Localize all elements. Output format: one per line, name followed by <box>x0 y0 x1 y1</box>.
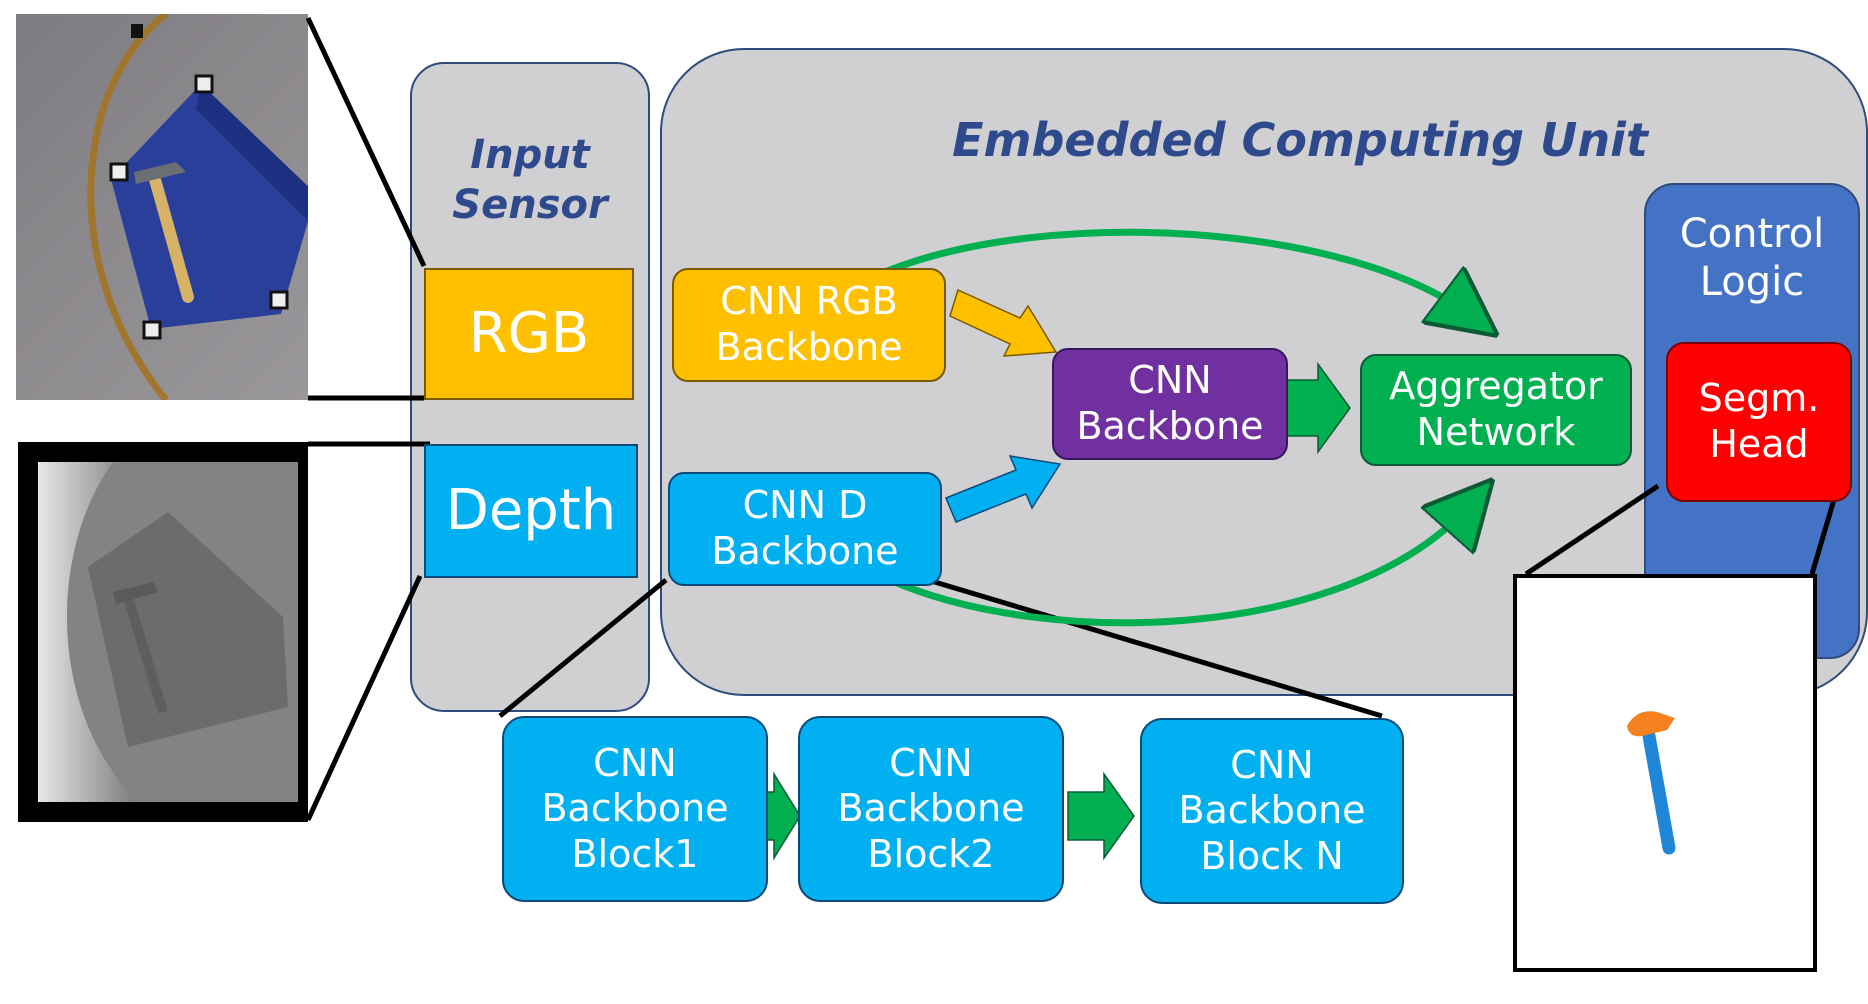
rgb-skip-arrow <box>883 228 1470 315</box>
backbone-block-n: CNN Backbone Block N <box>1140 718 1404 904</box>
block2-to-blockn-arrow <box>1067 771 1135 861</box>
depth-skip-arrow <box>888 505 1470 627</box>
input-sensor-title: Input Sensor <box>452 132 608 228</box>
backbone-to-aggregator-arrow <box>1285 361 1351 455</box>
control-logic-title: Control Logic <box>1679 211 1825 305</box>
embedded-computing-unit-title: Embedded Computing Unit <box>952 113 1648 167</box>
backbone-block-2: CNN Backbone Block2 <box>798 716 1064 902</box>
rgb-camera-image <box>16 14 308 400</box>
depth-camera-image <box>18 442 308 822</box>
cnn-rgb-backbone-box: CNN RGB Backbone <box>672 268 946 382</box>
segmentation-output-image <box>1513 574 1817 972</box>
segmentation-head-box: Segm. Head <box>1666 342 1852 502</box>
segmentation-mask <box>1627 711 1676 855</box>
depth-to-backbone-arrow <box>945 455 1062 523</box>
rgb-camera-scene <box>87 14 308 400</box>
backbone-block-1: CNN Backbone Block1 <box>502 716 768 902</box>
cnn-d-backbone-box: CNN D Backbone <box>668 472 942 586</box>
aggregator-network-box: Aggregator Network <box>1360 354 1632 466</box>
depth-sensor-box: Depth <box>424 444 638 578</box>
rgb-to-backbone-arrow <box>949 288 1058 357</box>
cnn-backbone-box: CNN Backbone <box>1052 348 1288 460</box>
rgb-sensor-box: RGB <box>424 268 634 400</box>
depth-map-scene <box>38 462 298 802</box>
